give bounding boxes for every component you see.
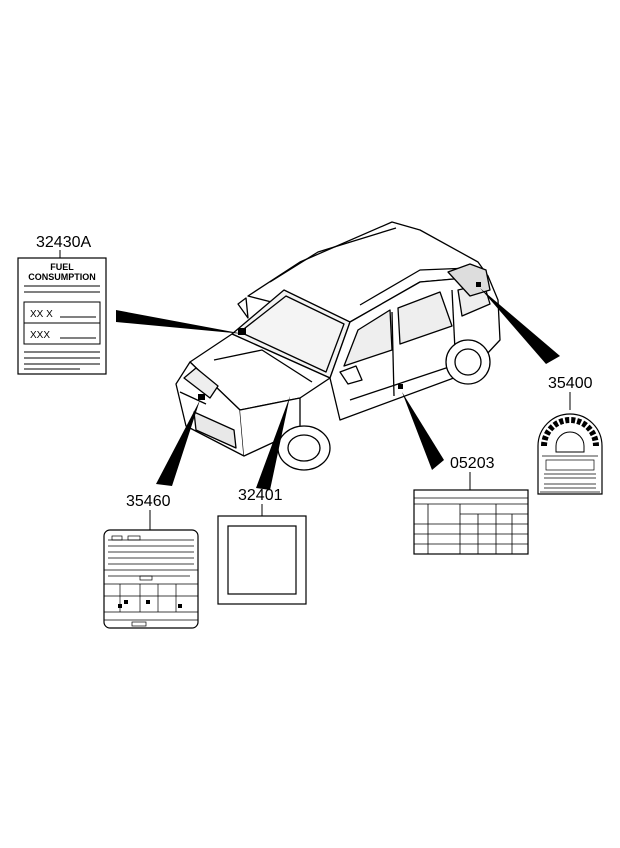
part-number-05203: 05203 — [450, 455, 495, 472]
marker-rear-window — [476, 282, 481, 287]
fuel-card-row2: XXX — [30, 330, 50, 341]
emission-control-label: 35460 — [103, 493, 199, 629]
fuel-consumption-label: 32430A FUEL CONSUMPTION XX X XXX — [17, 234, 107, 375]
marker-hood — [198, 394, 205, 400]
fuel-card-line1: FUEL — [50, 262, 74, 272]
part-number-35400: 35400 — [548, 375, 593, 392]
marker-windshield — [238, 328, 246, 335]
part-number-32401: 32401 — [238, 487, 283, 504]
rear-window-label: 35400 — [537, 375, 603, 495]
vehicle-illustration — [175, 221, 501, 471]
fuel-card-line2: CONSUMPTION — [28, 272, 96, 282]
part-number-32430a: 32430A — [36, 234, 91, 251]
leader-wedges — [116, 288, 560, 490]
part-number-35460: 35460 — [126, 493, 171, 510]
fuel-card-row1: XX X — [30, 309, 53, 320]
marker-door — [398, 384, 403, 389]
tire-pressure-label: 05203 — [413, 455, 529, 555]
windshield-label: 32401 — [217, 487, 307, 605]
